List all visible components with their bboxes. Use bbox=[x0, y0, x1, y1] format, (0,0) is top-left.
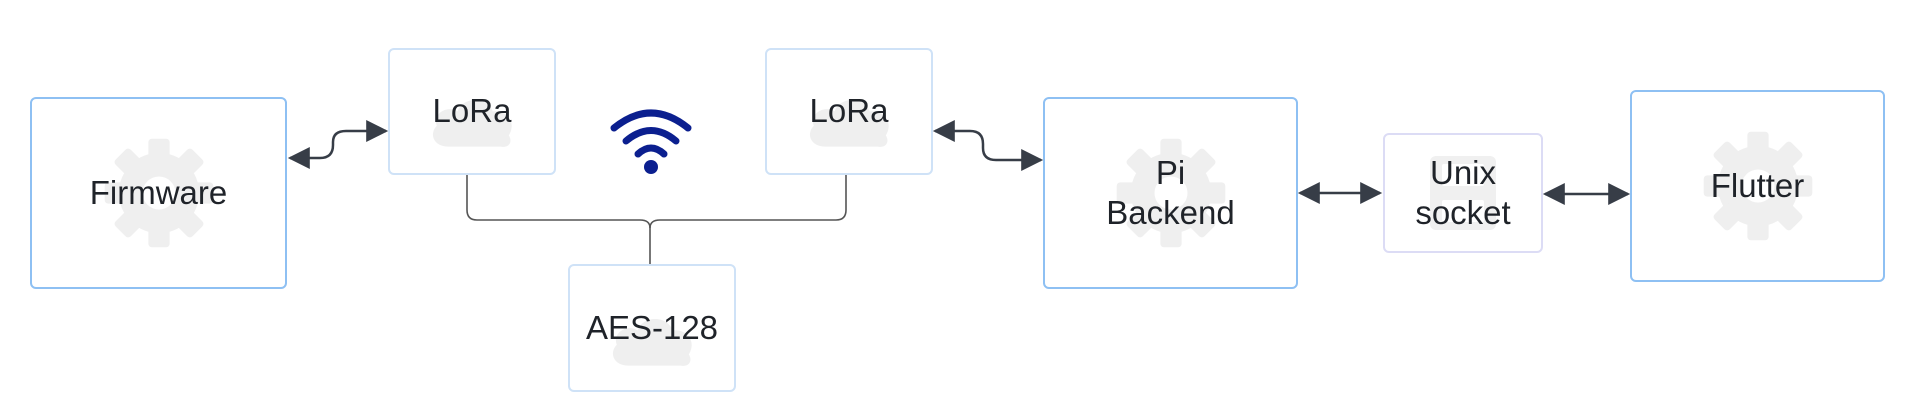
node-pi-backend: Pi Backend bbox=[1043, 97, 1298, 289]
node-label: Flutter bbox=[1710, 166, 1805, 204]
node-aes-128: AES-128 bbox=[568, 264, 736, 392]
node-label: LoRa bbox=[432, 92, 512, 130]
node-lora-left: LoRa bbox=[388, 48, 556, 175]
node-label: Pi Backend bbox=[1106, 153, 1235, 231]
connector-firmware-lora-left bbox=[287, 120, 389, 169]
node-label: Firmware bbox=[89, 173, 228, 211]
node-label: LoRa bbox=[809, 92, 889, 130]
wifi-icon bbox=[610, 109, 692, 174]
node-label: Unix socket bbox=[1415, 153, 1511, 231]
connector-lora-aes-bracket bbox=[466, 175, 847, 229]
connector-lora-right-pi-backend bbox=[932, 120, 1044, 171]
node-lora-right: LoRa bbox=[765, 48, 933, 175]
node-flutter: Flutter bbox=[1630, 90, 1885, 282]
node-label: AES-128 bbox=[585, 308, 719, 346]
node-unix-socket: Unix socket bbox=[1383, 133, 1543, 253]
node-firmware: Firmware bbox=[30, 97, 287, 289]
